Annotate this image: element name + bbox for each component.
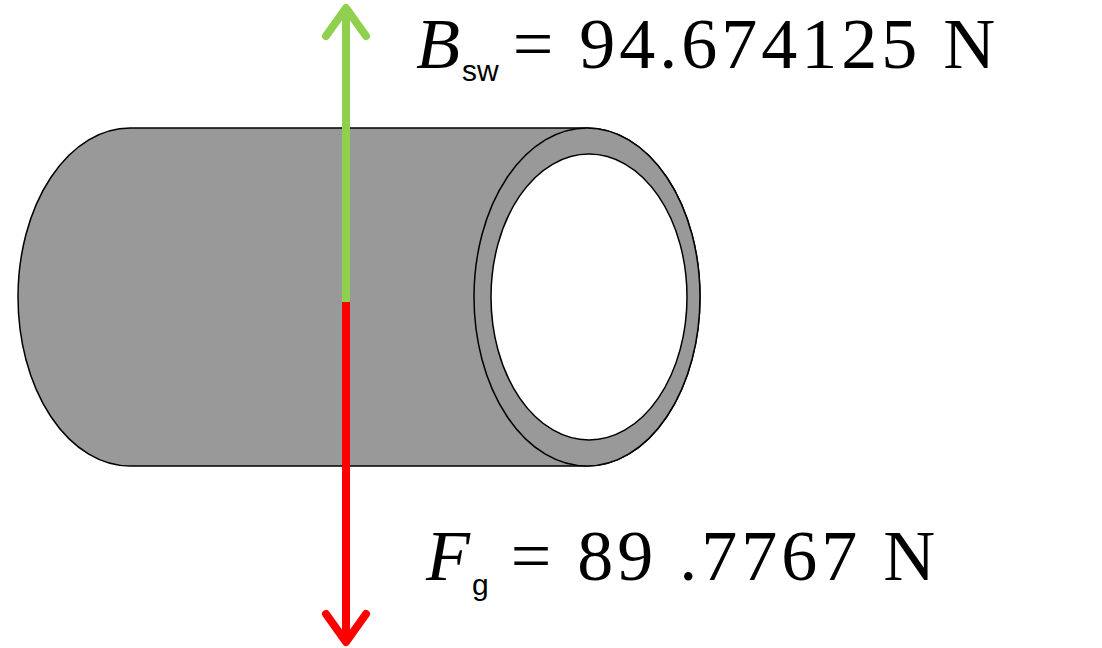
force-subscript: sw <box>462 56 499 86</box>
buoyancy-arrow <box>342 14 350 302</box>
pipe-rim <box>474 128 700 466</box>
gravity-arrow <box>342 302 350 636</box>
force-subscript: g <box>472 570 489 600</box>
force-value: = 94.674125 N <box>513 8 1000 80</box>
pipe-bore <box>491 154 687 440</box>
force-symbol: F <box>426 520 470 592</box>
force-symbol: B <box>416 8 460 80</box>
gravity-arrowhead <box>326 614 366 642</box>
pipe-body <box>18 128 700 466</box>
buoyancy-arrowhead <box>326 8 366 36</box>
force-value: = 89 .7767 N <box>511 520 940 592</box>
